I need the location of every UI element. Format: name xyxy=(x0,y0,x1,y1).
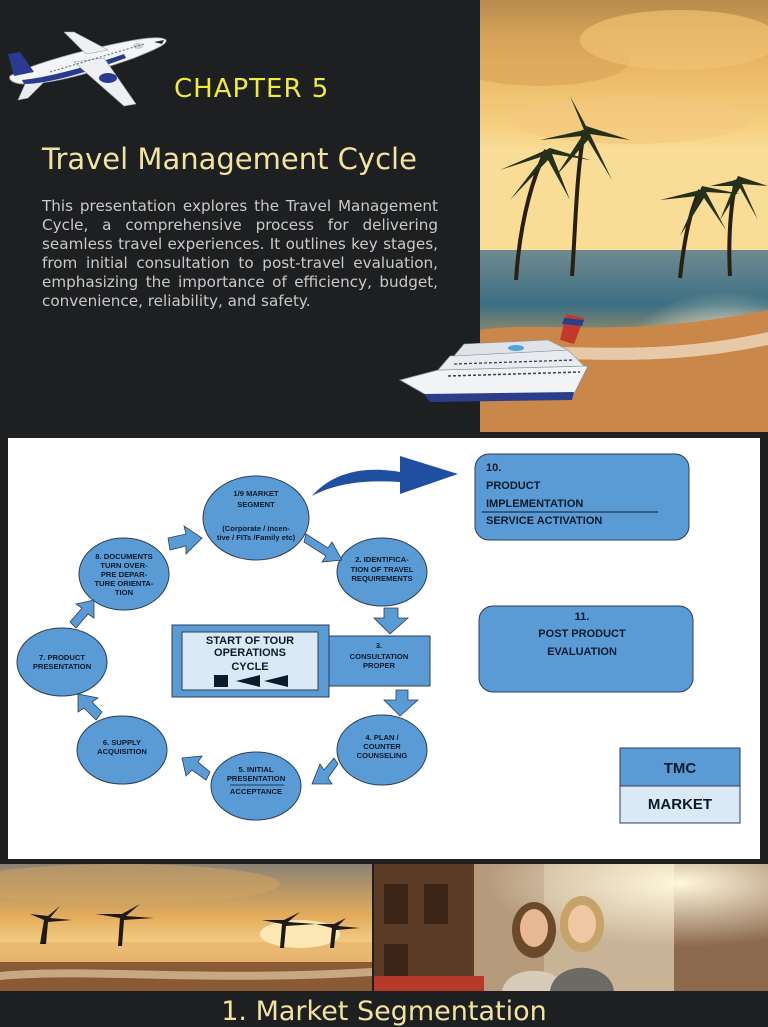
svg-text:8. DOCUMENTS: 8. DOCUMENTS xyxy=(95,552,152,561)
arrow-icon xyxy=(181,755,211,781)
svg-text:7. PRODUCT: 7. PRODUCT xyxy=(39,653,85,662)
arrow-icon xyxy=(167,525,203,555)
next-section-heading: 1. Market Segmentation xyxy=(221,996,547,1027)
arrow-icon xyxy=(303,533,343,563)
start-of-cycle-box: START OF TOUR OPERATIONS CYCLE xyxy=(171,624,330,698)
arrow-icon xyxy=(373,607,410,635)
svg-text:CONSULTATION: CONSULTATION xyxy=(350,652,409,661)
beach-sunset-photo xyxy=(480,0,768,432)
legend-tmc-label: TMC xyxy=(664,760,697,777)
travel-cycle-diagram: .node { fill:#5b9bd5; stroke:#2c3e55; st… xyxy=(8,438,760,859)
svg-text:START OF TOUR: START OF TOUR xyxy=(206,635,294,647)
svg-text:TION: TION xyxy=(115,588,133,597)
svg-text:POST PRODUCT: POST PRODUCT xyxy=(538,628,626,640)
svg-text:PRODUCT: PRODUCT xyxy=(486,480,541,492)
sunset-palms-photo xyxy=(0,864,372,991)
cycle-node-5: 5. INITIAL PRESENTATION ACCEPTANCE xyxy=(210,751,302,821)
cycle-node-6: 6. SUPPLY ACQUISITION xyxy=(76,715,168,785)
cycle-node-1-line-4: (Corporate / Incen- xyxy=(222,524,290,533)
svg-text:COUNTER: COUNTER xyxy=(363,742,401,751)
rewind-icon xyxy=(264,675,288,687)
cycle-node-3: 3. CONSULTATION PROPER xyxy=(327,635,431,687)
svg-text:6. SUPPLY: 6. SUPPLY xyxy=(103,738,141,747)
box-10-product-implementation: 10. PRODUCT IMPLEMENTATION SERVICE ACTIV… xyxy=(474,453,690,541)
cycle-node-4: 4. PLAN / COUNTER COUNSELING xyxy=(336,714,428,786)
svg-text:TION OF TRAVEL: TION OF TRAVEL xyxy=(351,565,414,574)
rewind-icon xyxy=(236,675,260,687)
svg-text:OPERATIONS: OPERATIONS xyxy=(214,647,286,659)
cycle-node-1-line-1: 1/9 MARKET xyxy=(233,489,279,498)
cycle-node-1-line-2: SEGMENT xyxy=(237,500,275,509)
curved-arrow-icon xyxy=(312,456,458,496)
arrow-icon xyxy=(77,693,103,721)
svg-text:IMPLEMENTATION: IMPLEMENTATION xyxy=(486,498,583,510)
legend-market-label: MARKET xyxy=(648,796,712,813)
svg-text:10.: 10. xyxy=(486,462,501,474)
slide-title: Travel Management Cycle xyxy=(42,142,417,176)
svg-text:CYCLE: CYCLE xyxy=(231,661,268,673)
svg-text:SERVICE ACTIVATION: SERVICE ACTIVATION xyxy=(486,515,602,527)
svg-text:PRESENTATION: PRESENTATION xyxy=(227,774,285,783)
friends-city-photo xyxy=(374,864,768,991)
svg-text:ACQUISITION: ACQUISITION xyxy=(97,747,147,756)
svg-text:REQUIREMENTS: REQUIREMENTS xyxy=(351,574,412,583)
cycle-node-8: 8. DOCUMENTS TURN OVER- PRE DEPAR- TURE … xyxy=(78,537,170,611)
cycle-node-7: 7. PRODUCT PRESENTATION xyxy=(16,627,108,697)
arrow-icon xyxy=(311,757,339,785)
legend-box: TMC MARKET xyxy=(619,747,741,824)
svg-text:5. INITIAL: 5. INITIAL xyxy=(238,765,273,774)
svg-text:PRESENTATION: PRESENTATION xyxy=(33,662,91,671)
stop-icon xyxy=(214,675,228,687)
svg-text:2. IDENTIFICA-: 2. IDENTIFICA- xyxy=(355,555,409,564)
svg-text:4. PLAN /: 4. PLAN / xyxy=(365,733,399,742)
svg-text:PROPER: PROPER xyxy=(363,661,396,670)
slide-description: This presentation explores the Travel Ma… xyxy=(42,197,438,310)
legend-market-swatch xyxy=(619,785,741,824)
cycle-arrows xyxy=(69,525,420,785)
svg-text:3.: 3. xyxy=(376,641,382,650)
svg-text:EVALUATION: EVALUATION xyxy=(547,646,617,658)
svg-text:11.: 11. xyxy=(575,611,590,623)
cycle-node-2: 2. IDENTIFICA- TION OF TRAVEL REQUIREMEN… xyxy=(336,537,428,607)
cycle-node-1-line-5: tive / FITs /Family etc) xyxy=(217,533,296,542)
svg-text:TURN OVER-: TURN OVER- xyxy=(100,561,148,570)
legend-tmc-swatch xyxy=(619,747,741,787)
box-11-post-product-evaluation: 11. POST PRODUCT EVALUATION xyxy=(478,605,694,693)
arrow-icon xyxy=(383,689,420,717)
svg-text:ACCEPTANCE: ACCEPTANCE xyxy=(230,787,282,796)
arrow-icon xyxy=(69,599,95,629)
svg-text:COUNSELING: COUNSELING xyxy=(357,751,408,760)
airplane-icon xyxy=(8,31,167,107)
cycle-node-1: 1/9 MARKET SEGMENT (Corporate / Incen- t… xyxy=(202,475,310,561)
svg-text:TURE ORIENTA-: TURE ORIENTA- xyxy=(95,579,154,588)
svg-text:PRE DEPAR-: PRE DEPAR- xyxy=(101,570,148,579)
chapter-label: CHAPTER 5 xyxy=(174,74,330,104)
cruise-ship-icon xyxy=(398,314,589,402)
